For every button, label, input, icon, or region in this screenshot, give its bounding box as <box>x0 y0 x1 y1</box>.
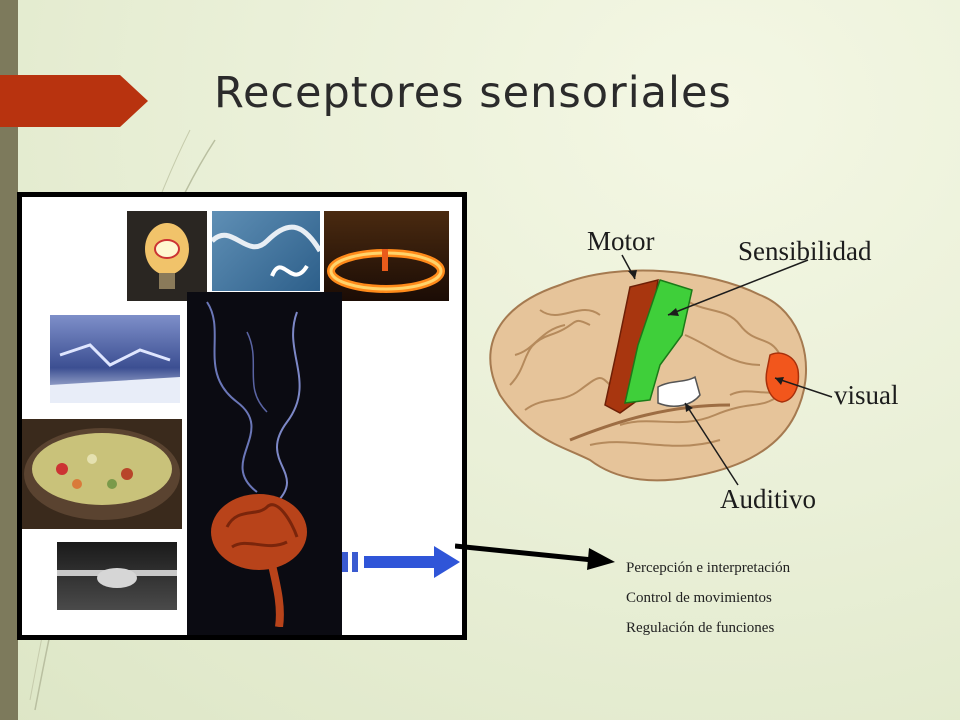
function-item: Regulación de funciones <box>626 620 775 636</box>
auditivo-label: Auditivo <box>720 484 817 514</box>
brain-spinal-cord-photo <box>207 487 322 627</box>
function-item: Control de movimientos <box>626 590 772 606</box>
brain-diagram <box>470 215 960 525</box>
sidebar-stripe <box>0 0 18 720</box>
sound-wave-photo <box>212 211 320 291</box>
sensibilidad-label: Sensibilidad <box>738 236 872 266</box>
signal-arrow-icon <box>342 542 462 582</box>
motor-label: Motor <box>587 226 655 256</box>
visual-label: visual <box>834 380 899 410</box>
food-pot-photo <box>22 419 182 529</box>
nerve-impulse-photo <box>187 292 342 635</box>
auditivo-region <box>657 375 701 407</box>
lightbulb-photo <box>127 211 207 301</box>
title-arrow-shape <box>0 75 148 127</box>
photo-collage <box>17 192 467 640</box>
hand-photo <box>57 542 177 610</box>
function-item: Percepción e interpretación <box>626 560 791 576</box>
functions-list: Percepción e interpretación Control de m… <box>626 553 790 643</box>
output-arrow <box>455 543 615 570</box>
ice-landscape-photo <box>50 315 180 403</box>
slide-title: Receptores sensoriales <box>214 68 732 118</box>
fire-ring-photo <box>324 211 449 301</box>
